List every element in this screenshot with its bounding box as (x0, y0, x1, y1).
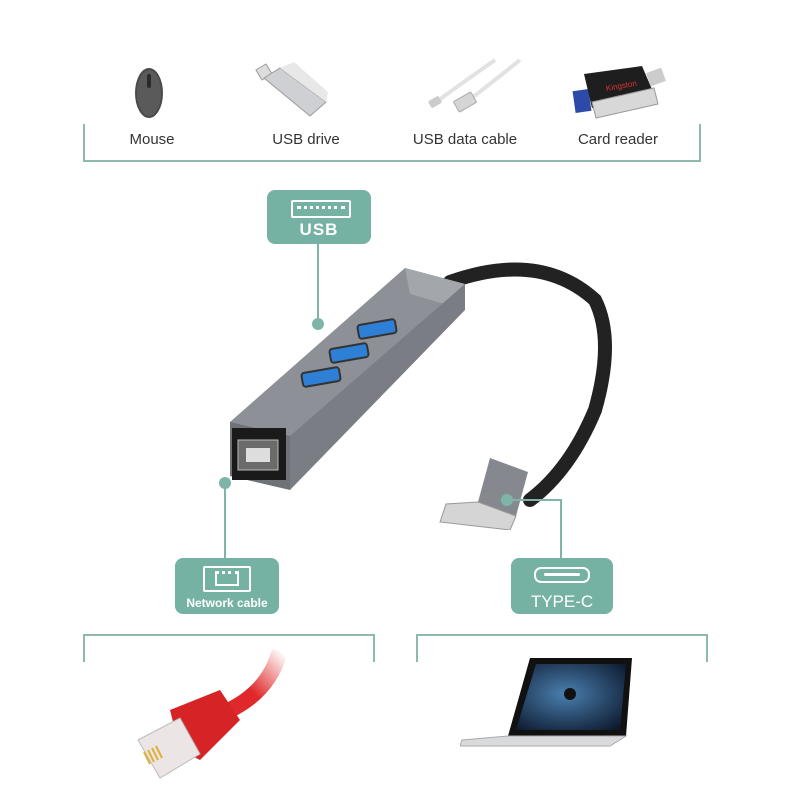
network-callout: Network cable (175, 558, 279, 614)
accessories-bracket (83, 124, 701, 162)
usb-connector-line (317, 244, 319, 322)
usb-hub-device (230, 262, 612, 530)
typec-connector-line-v (560, 499, 562, 558)
card-reader-icon: Kingston (572, 66, 666, 119)
usb-connector-dot (312, 318, 324, 330)
accessory-label-card-reader: Card reader (577, 131, 659, 148)
network-callout-label: Network cable (186, 596, 268, 610)
ethernet-port-icon (203, 566, 251, 592)
usb-cable-icon (428, 58, 522, 113)
usb-ports (300, 318, 398, 388)
typec-port-icon (534, 567, 590, 583)
usb-callout-label: USB (299, 220, 339, 239)
usb-port-icon (291, 200, 351, 218)
laptop-icon (460, 658, 632, 747)
mouse-icon (135, 68, 163, 118)
usb-drive-icon (255, 62, 328, 117)
typec-callout-label: TYPE-C (530, 592, 594, 611)
network-connector-dot (219, 477, 231, 489)
laptop-bracket (416, 634, 708, 662)
accessory-label-usb-drive: USB drive (272, 131, 340, 148)
usb-callout: USB (267, 190, 371, 244)
accessory-label-usb-data-cable: USB data cable (412, 131, 518, 148)
network-connector-line (224, 484, 226, 558)
typec-callout: TYPE-C (511, 558, 613, 614)
network-bracket (83, 634, 375, 662)
ethernet-cable-icon (137, 650, 288, 779)
typec-connector-line-h (507, 499, 562, 501)
accessory-label-mouse: Mouse (129, 131, 175, 148)
